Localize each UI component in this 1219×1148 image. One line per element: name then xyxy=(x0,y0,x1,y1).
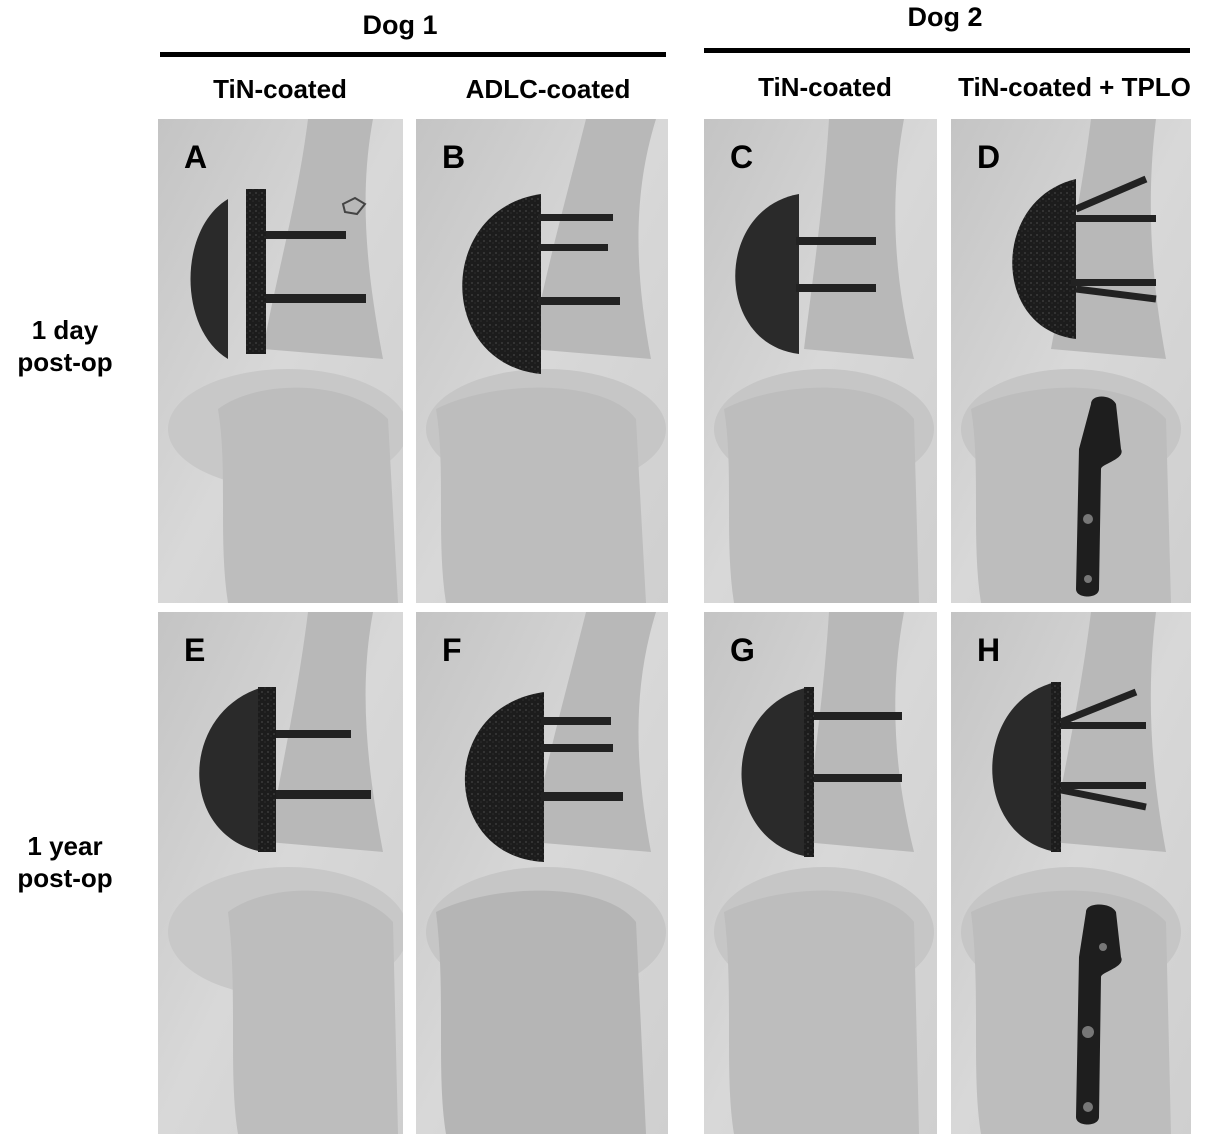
xray-image-c xyxy=(704,119,937,603)
panel-label-h: H xyxy=(977,632,1001,668)
panel-label-a: A xyxy=(184,139,208,175)
group-header-dog1: Dog 1 xyxy=(362,10,438,40)
panel-label-f: F xyxy=(442,632,462,668)
radiograph-panel-f: F xyxy=(416,612,668,1134)
xray-image-g xyxy=(704,612,937,1134)
row-label-2: 1 year post-op xyxy=(0,830,140,894)
radiograph-panel-e: E xyxy=(158,612,403,1134)
row-label-2-line2: post-op xyxy=(17,863,113,893)
radiograph-panel-b: B xyxy=(416,119,668,603)
column-header-4: TiN-coated + TPLO xyxy=(958,72,1191,102)
group-rule-dog1 xyxy=(160,52,666,57)
row-label-1: 1 day post-op xyxy=(0,314,140,378)
column-header-1: TiN-coated xyxy=(213,74,347,104)
radiograph-panel-h: H xyxy=(951,612,1191,1134)
panel-label-e: E xyxy=(184,632,206,668)
radiograph-panel-g: G xyxy=(704,612,937,1134)
xray-image-f xyxy=(416,612,668,1134)
panel-label-g: G xyxy=(730,632,755,668)
xray-image-e xyxy=(158,612,403,1134)
panel-label-b: B xyxy=(442,139,466,175)
radiograph-panel-c: C xyxy=(704,119,937,603)
row-label-2-line1: 1 year xyxy=(27,831,103,861)
radiograph-panel-a: A xyxy=(158,119,403,603)
row-label-1-line2: post-op xyxy=(17,347,113,377)
xray-image-a xyxy=(158,119,403,603)
xray-image-d xyxy=(951,119,1191,603)
xray-image-h xyxy=(951,612,1191,1134)
row-label-1-line1: 1 day xyxy=(31,315,99,345)
radiograph-panel-d: D xyxy=(951,119,1191,603)
column-header-3: TiN-coated xyxy=(758,72,892,102)
group-rule-dog2 xyxy=(704,48,1190,53)
column-header-2: ADLC-coated xyxy=(465,74,631,104)
xray-image-b xyxy=(416,119,668,603)
group-header-dog2: Dog 2 xyxy=(907,2,983,32)
panel-label-c: C xyxy=(730,139,754,175)
panel-label-d: D xyxy=(977,139,1001,175)
